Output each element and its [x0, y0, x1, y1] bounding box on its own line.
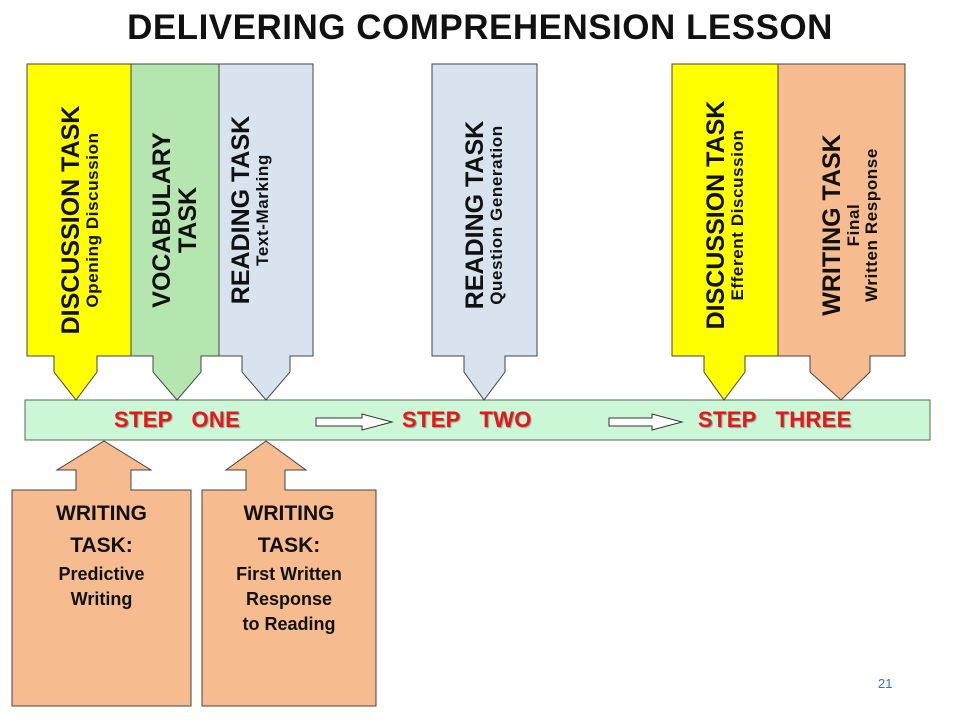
writing-title-line-1b: WRITING	[243, 502, 335, 525]
response-line: Response	[245, 589, 333, 609]
opening-discussion-subtitle: Opening Discussion	[83, 132, 103, 308]
callout-writing-first-response	[201, 440, 377, 707]
reading-task-title-2: READING TASK	[460, 120, 489, 310]
callout-discussion-opening	[26, 63, 132, 401]
step-arrow-2	[608, 413, 684, 431]
writing-first-response-text: WRITING TASK: First Written Response to …	[202, 498, 376, 637]
step-arrow-1	[315, 413, 394, 431]
label-discussion-efferent: DISCUSSION TASK Efferent Discussion	[695, 70, 755, 360]
page-number: 21	[878, 676, 893, 691]
writing-predictive-text: WRITING TASK: Predictive Writing	[12, 498, 191, 612]
text-marking-subtitle: Text-Marking	[253, 154, 273, 266]
predictive-line: Predictive	[58, 564, 145, 584]
discussion-task-title-2: DISCUSSION TASK	[701, 100, 730, 330]
written-response-subtitle: Written Response	[862, 148, 882, 302]
vocabulary-line-1: VOCABULARY	[147, 132, 176, 308]
label-discussion-opening: DISCUSSION TASK Opening Discussion	[50, 75, 110, 365]
final-subtitle: Final	[844, 203, 864, 247]
label-reading-question: READING TASK Question Generation	[454, 75, 514, 355]
vocabulary-line-2: TASK	[174, 186, 202, 254]
label-reading-textmarking: READING TASK Text-Marking	[220, 80, 280, 340]
callout-reading-textmarking	[216, 63, 314, 401]
writing-title-line-1: WRITING	[56, 502, 147, 525]
writing-title-line-2: TASK:	[70, 534, 133, 557]
question-generation-subtitle: Question Generation	[487, 125, 507, 305]
callout-writing-final	[777, 63, 906, 401]
step-three-label: STEP THREE	[698, 407, 852, 432]
callout-writing-predictive	[11, 440, 192, 707]
timeline-bar	[24, 399, 931, 441]
first-written-line: First Written	[236, 564, 342, 584]
efferent-discussion-subtitle: Efferent Discussion	[728, 129, 748, 301]
writing-line: Writing	[70, 589, 133, 609]
step-one-label: STEP ONE	[114, 407, 241, 432]
label-writing-final: WRITING TASK Final Written Response	[805, 95, 895, 355]
to-reading-line: to Reading	[242, 614, 336, 634]
step-two-label: STEP TWO	[402, 407, 532, 432]
page-title: DELIVERING COMPREHENSION LESSON	[127, 8, 833, 47]
callout-vocabulary	[130, 63, 220, 401]
writing-title-line-2b: TASK:	[257, 534, 321, 557]
callout-discussion-efferent	[671, 63, 779, 401]
discussion-task-title: DISCUSSION TASK	[56, 105, 85, 335]
label-vocabulary: VOCABULARY TASK	[145, 75, 205, 365]
callout-reading-question	[431, 63, 538, 401]
reading-task-title: READING TASK	[226, 115, 255, 305]
writing-task-title: WRITING TASK	[818, 134, 847, 316]
